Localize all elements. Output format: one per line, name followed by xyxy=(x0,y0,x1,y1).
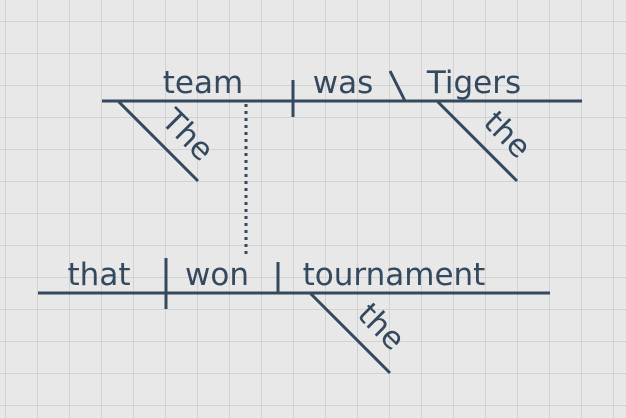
complement-divider xyxy=(388,70,407,102)
subject-modifier-line xyxy=(116,99,200,183)
word-verb: was xyxy=(313,65,374,101)
word-relative-subject: that xyxy=(68,257,131,293)
word-relative-object: tournament xyxy=(303,257,486,293)
complement-modifier-line xyxy=(435,99,519,183)
word-relative-verb: won xyxy=(185,257,249,293)
object-modifier-line xyxy=(308,291,392,375)
word-complement: Tigers xyxy=(426,65,521,101)
word-subject: team xyxy=(163,65,243,101)
